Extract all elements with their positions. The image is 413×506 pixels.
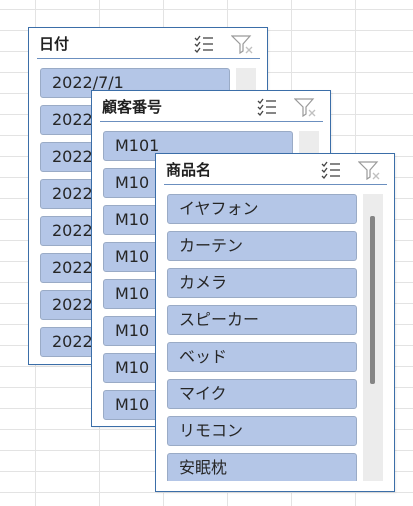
slicer-item[interactable]: 安眠枕 xyxy=(167,453,357,481)
slicer-item[interactable]: イヤフォン xyxy=(167,194,357,224)
multi-select-icon[interactable] xyxy=(320,160,342,180)
slicer-item[interactable]: マイク xyxy=(167,379,357,409)
product-name-slicer: 商品名 イヤフォン カーテン カメラ スピーカー ベッド マイク リモコン 安眠… xyxy=(155,153,395,492)
multi-select-icon[interactable] xyxy=(193,34,215,54)
clear-filter-icon[interactable] xyxy=(358,160,380,180)
slicer-item[interactable]: カメラ xyxy=(167,268,357,298)
slicer-item[interactable]: スピーカー xyxy=(167,305,357,335)
header-divider xyxy=(164,184,387,185)
slicer-item[interactable]: カーテン xyxy=(167,231,357,261)
slicer-item[interactable]: ベッド xyxy=(167,342,357,372)
slicer-header: 商品名 xyxy=(156,154,394,184)
clear-filter-icon[interactable] xyxy=(294,97,316,117)
scrollbar[interactable] xyxy=(363,194,383,481)
slicer-title: 商品名 xyxy=(166,161,212,179)
header-divider xyxy=(37,58,260,59)
header-divider xyxy=(100,121,323,122)
clear-filter-icon[interactable] xyxy=(231,34,253,54)
slicer-title: 日付 xyxy=(39,35,70,53)
slicer-header: 顧客番号 xyxy=(92,91,330,121)
multi-select-icon[interactable] xyxy=(256,97,278,117)
slicer-item-list: イヤフォン カーテン カメラ スピーカー ベッド マイク リモコン 安眠枕 xyxy=(167,194,357,481)
slicer-item[interactable]: リモコン xyxy=(167,416,357,446)
slicer-header: 日付 xyxy=(29,28,267,58)
scrollbar-thumb[interactable] xyxy=(370,216,375,384)
slicer-title: 顧客番号 xyxy=(102,98,163,116)
